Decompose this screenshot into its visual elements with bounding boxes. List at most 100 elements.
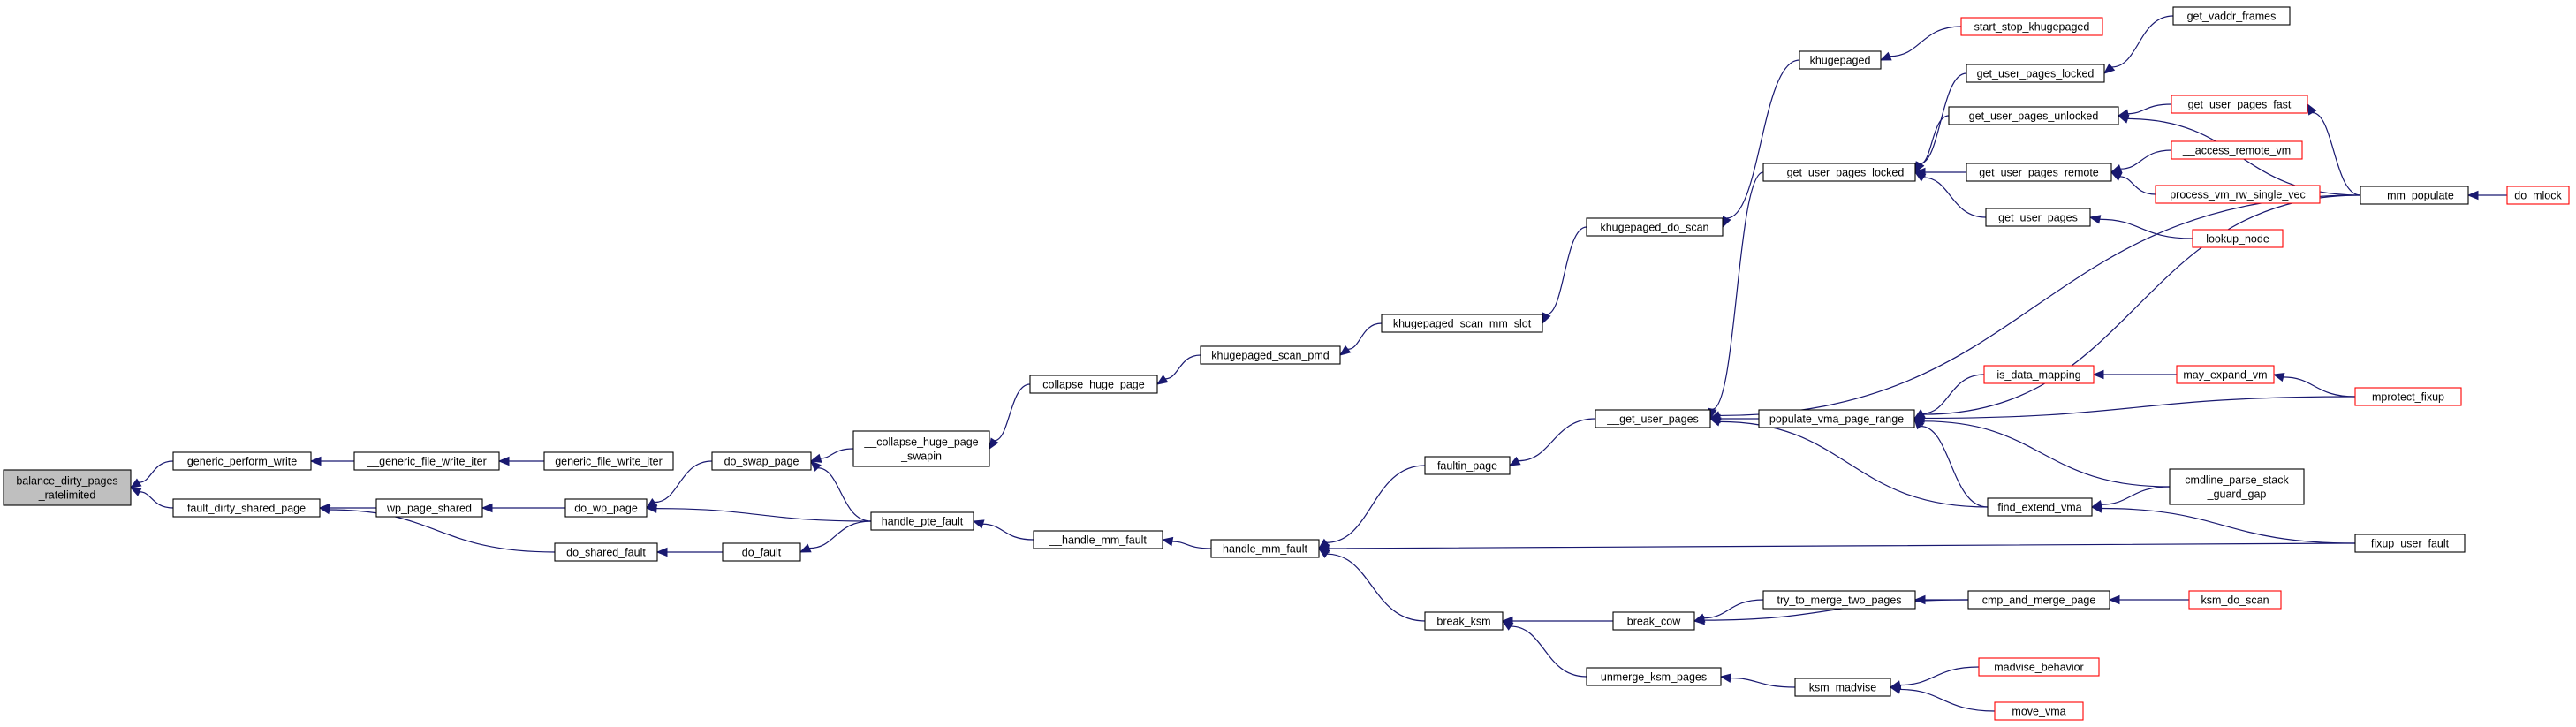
node-chps[interactable]: __collapse_huge_page_swapin <box>852 430 990 467</box>
node-label: __handle_mm_fault <box>1049 534 1147 547</box>
edge-arrowhead <box>129 478 142 488</box>
node-label: handle_pte_fault <box>882 516 964 528</box>
edge-line <box>2283 376 2356 398</box>
node-gupu[interactable]: get_user_pages_unlocked <box>1948 106 2119 125</box>
edge-line <box>994 383 1031 442</box>
node-box <box>1595 409 1711 428</box>
node-label: generic_file_write_iter <box>555 456 663 468</box>
node-hpf[interactable]: handle_pte_fault <box>870 511 974 531</box>
node-cpsg[interactable]: cmdline_parse_stack_guard_gap <box>2169 468 2305 505</box>
node-gvf[interactable]: get_vaddr_frames <box>2172 6 2291 26</box>
node-label: process_vm_rw_single_vec <box>2170 189 2306 201</box>
node-dswp[interactable]: do_swap_page <box>711 451 812 471</box>
call-edge-fuf-to-hmf <box>1317 542 2356 554</box>
node-wpsh[interactable]: wp_page_shared <box>375 498 483 518</box>
call-edge-mev-to-idm <box>2092 369 2177 380</box>
node-fip[interactable]: faultin_page <box>1424 456 1511 475</box>
node-chp[interactable]: collapse_huge_page <box>1029 375 1158 394</box>
node-gup[interactable]: get_user_pages <box>1985 208 2091 227</box>
edge-line <box>1712 171 1764 410</box>
edge-arrowhead <box>2090 504 2103 513</box>
edge-arrowhead <box>1508 456 1521 466</box>
edge-arrowhead <box>1889 685 1902 694</box>
node-box <box>722 542 801 562</box>
node-gupl2[interactable]: __get_user_pages_locked <box>1762 163 1916 182</box>
node-umk[interactable]: unmerge_ksm_pages <box>1586 667 1722 686</box>
node-label: unmerge_ksm_pages <box>1601 671 1707 684</box>
node-pvrw[interactable]: process_vm_rw_single_vec <box>2155 185 2321 204</box>
node-fev[interactable]: find_extend_vma <box>1987 497 2093 517</box>
node-hmf[interactable]: handle_mm_fault <box>1210 539 1320 558</box>
node-dwp[interactable]: do_wp_page <box>564 498 648 518</box>
call-edge-gupl2-to-gup2 <box>1708 171 1764 420</box>
edge-line <box>1171 541 1212 549</box>
node-label: _guard_gap <box>2207 488 2267 501</box>
node-cmp[interactable]: cmp_and_merge_page <box>1967 590 2110 610</box>
call-edge-kspmd-to-chp <box>1155 354 1201 385</box>
node-hmf2[interactable]: __handle_mm_fault <box>1033 530 1163 549</box>
edge-line <box>1923 396 2356 420</box>
edge-arrowhead <box>2092 369 2104 380</box>
node-gupr[interactable]: get_user_pages_remote <box>1966 163 2112 182</box>
node-box <box>353 451 500 471</box>
node-idm[interactable]: is_data_mapping <box>1983 365 2095 384</box>
node-arvm[interactable]: __access_remote_vm <box>2171 140 2303 160</box>
node-label: __get_user_pages <box>1606 413 1699 426</box>
node-label: break_ksm <box>1436 616 1490 628</box>
node-mbeh[interactable]: madvise_behavior <box>1978 657 2100 677</box>
node-gup2[interactable]: __get_user_pages <box>1595 409 1711 428</box>
edge-line <box>1326 465 1426 543</box>
node-label: __access_remote_vm <box>2182 145 2291 157</box>
node-mpf[interactable]: mprotect_fixup <box>2354 387 2462 406</box>
node-gupl[interactable]: get_user_pages_locked <box>1966 64 2105 83</box>
node-gfwi2[interactable]: __generic_file_write_iter <box>353 451 500 471</box>
edge-line <box>1899 666 1980 686</box>
node-ksms[interactable]: khugepaged_scan_mm_slot <box>1381 314 1543 333</box>
node-label: get_vaddr_frames <box>2187 11 2277 23</box>
node-ttm[interactable]: try_to_merge_two_pages <box>1762 590 1916 610</box>
node-kdscan[interactable]: ksm_do_scan <box>2188 590 2282 610</box>
node-label: do_swap_page <box>724 456 799 468</box>
node-kds[interactable]: khugepaged_do_scan <box>1586 217 1724 237</box>
edge-line <box>2120 149 2172 170</box>
node-gupf[interactable]: get_user_pages_fast <box>2171 95 2308 114</box>
node-kmad[interactable]: ksm_madvise <box>1794 678 1891 697</box>
edge-line <box>139 491 174 509</box>
call-edge-fip-to-hmf <box>1317 465 1426 549</box>
node-mmpop[interactable]: __mm_populate <box>2360 186 2469 205</box>
node-box <box>1424 456 1511 475</box>
node-mvma[interactable]: move_vma <box>1994 701 2084 721</box>
node-label: faultin_page <box>1437 460 1497 473</box>
call-edge-lnode-to-gup <box>2088 215 2193 239</box>
node-fuf[interactable]: fixup_user_fault <box>2354 534 2466 553</box>
node-root[interactable]: balance_dirty_pages_ratelimited <box>3 469 132 506</box>
node-gpw[interactable]: generic_perform_write <box>172 451 312 471</box>
node-gfwi[interactable]: generic_file_write_iter <box>543 451 674 471</box>
node-box <box>172 451 312 471</box>
node-mlock[interactable]: do_mlock <box>2506 186 2570 205</box>
edge-line <box>1920 115 1950 165</box>
node-sskh[interactable]: start_stop_khugepaged <box>1960 17 2103 36</box>
node-fdsp[interactable]: fault_dirty_shared_page <box>172 498 321 518</box>
edge-arrowhead <box>645 504 657 513</box>
node-label: ksm_do_scan <box>2201 594 2269 607</box>
node-pvpr[interactable]: populate_vma_page_range <box>1758 409 1915 428</box>
node-dfault[interactable]: do_fault <box>722 542 801 562</box>
edge-line <box>1890 26 1962 57</box>
call-edge-sskh-to-kh <box>1879 26 1962 61</box>
edge-line <box>2101 507 2356 544</box>
node-lnode[interactable]: lookup_node <box>2192 229 2284 248</box>
node-box <box>1967 590 2110 610</box>
node-box <box>2506 186 2570 205</box>
node-kh[interactable]: khugepaged <box>1799 50 1882 70</box>
node-mev[interactable]: may_expand_vm <box>2176 365 2275 384</box>
node-box <box>1987 497 2093 517</box>
node-label: handle_mm_fault <box>1223 543 1307 556</box>
node-bksm[interactable]: break_ksm <box>1424 611 1504 631</box>
node-dsf[interactable]: do_shared_fault <box>554 542 658 562</box>
node-kspmd[interactable]: khugepaged_scan_pmd <box>1200 345 1341 365</box>
node-bcow[interactable]: break_cow <box>1612 611 1695 631</box>
node-box <box>3 469 132 506</box>
edge-arrowhead <box>129 487 142 496</box>
